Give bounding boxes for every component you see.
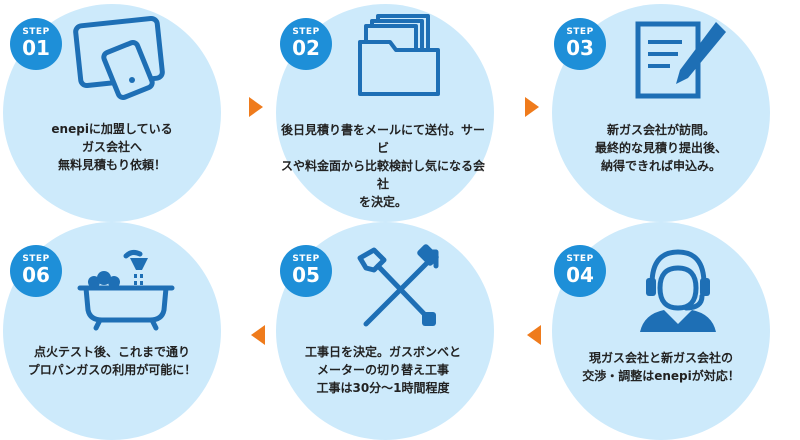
step-02-badge: STEP 02	[280, 18, 332, 70]
step-label: STEP	[566, 254, 594, 264]
tablet-phone-icon	[73, 15, 165, 100]
step-label: STEP	[22, 254, 50, 264]
step-label: STEP	[292, 27, 320, 37]
step-label: STEP	[566, 27, 594, 37]
step-number: 04	[566, 263, 594, 287]
step-05-badge: STEP 05	[280, 245, 332, 297]
arrow-left-icon	[251, 325, 265, 345]
document-folder-icon	[358, 14, 440, 96]
step-label: STEP	[22, 27, 50, 37]
bathtub-icon	[77, 249, 175, 331]
step-number: 05	[292, 263, 320, 287]
step-04-badge: STEP 04	[554, 245, 606, 297]
step-01-badge: STEP 01	[10, 18, 62, 70]
arrow-right-icon	[249, 97, 263, 117]
step-number: 01	[22, 36, 50, 60]
step-05-text: 工事日を決定。ガスボンベと メーターの切り替え工事 工事は30分～1時間程度	[304, 345, 461, 395]
step-06-text: 点火テスト後、これまで通り プロパンガスの利用が可能に！	[27, 345, 197, 377]
step-04-text: 現ガス会社と新ガス会社の 交渉・調整はenepiが対応！	[582, 351, 740, 383]
pen-paper-icon	[635, 21, 726, 99]
operator-headset-icon	[640, 249, 716, 332]
step-03-badge: STEP 03	[554, 18, 606, 70]
step-number: 02	[292, 36, 320, 60]
step-06-badge: STEP 06	[10, 245, 62, 297]
arrow-right-icon	[525, 97, 539, 117]
step-label: STEP	[292, 254, 320, 264]
step-number: 03	[566, 36, 594, 60]
step-02-text: 後日見積り書をメールにて送付。サービ スや料金面から比較検討し気になる会社 を決…	[280, 123, 485, 209]
tools-icon	[357, 244, 439, 327]
step-01-text: enepiに加盟している ガス会社へ 無料見積もり依頼！	[51, 122, 173, 172]
arrow-left-icon	[527, 325, 541, 345]
step-number: 06	[22, 263, 50, 287]
step-03-text: 新ガス会社が訪問。 最終的な見積り提出後、 納得できれば申込み。	[594, 123, 727, 173]
